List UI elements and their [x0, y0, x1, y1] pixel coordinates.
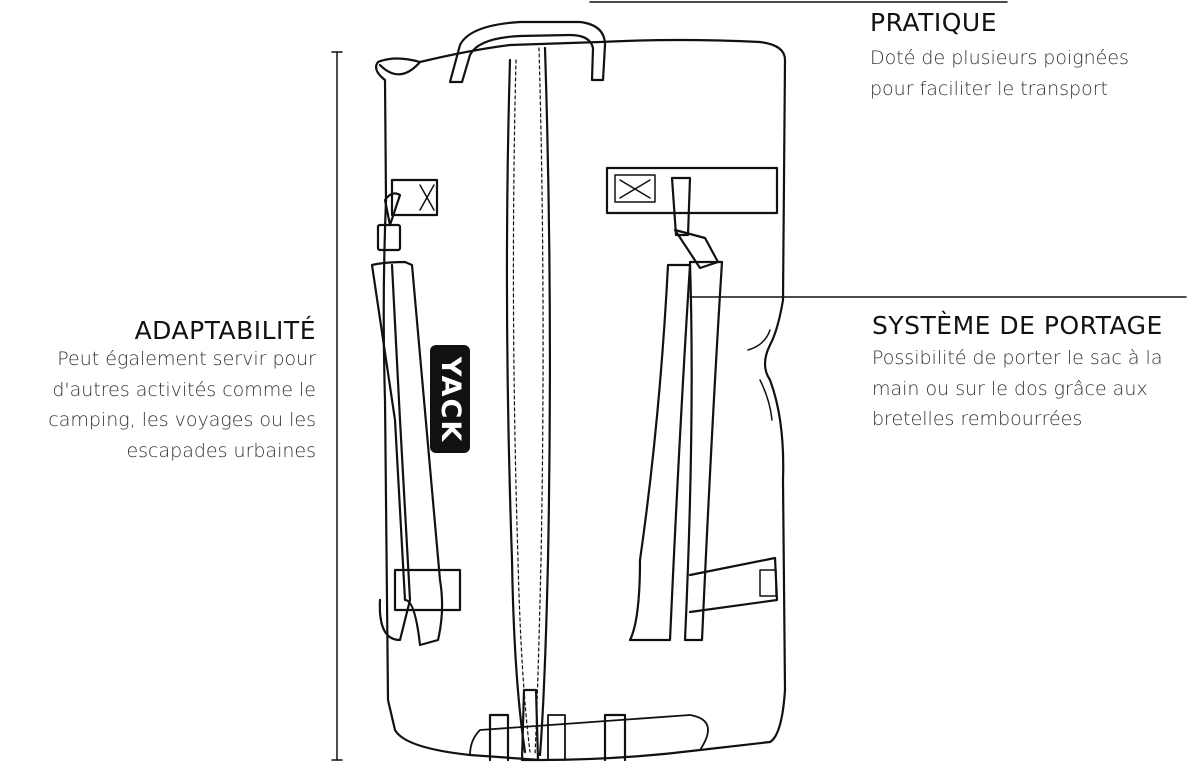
top-handle [448, 20, 607, 84]
adaptabilite-title: ADAPTABILITÉ [134, 316, 316, 345]
portage-description: Possibilité de porter le sac à la main o… [872, 343, 1162, 435]
adaptabilite-description: Peut également servir pour d'autres acti… [48, 344, 316, 466]
description-line: Doté de plusieurs poignées [870, 47, 1129, 69]
description-line: escapades urbaines [126, 439, 316, 462]
description-line: bretelles rembourrées [872, 408, 1083, 430]
callout-lines [331, 1, 1187, 761]
bag-outline [375, 38, 787, 762]
description-line: pour faciliter le transport [870, 77, 1108, 100]
pratique-description: Doté de plusieurs poignées pour facilite… [870, 43, 1129, 104]
left-strap [370, 178, 462, 647]
description-line: d'autres activités comme le [52, 378, 316, 401]
zipper-pull [520, 688, 540, 762]
yack-logo [430, 345, 470, 453]
zipper [505, 46, 552, 762]
description-line: Peut également servir pour [57, 348, 316, 370]
description-line: camping, les voyages ou les [48, 409, 316, 431]
pratique-title: PRATIQUE [870, 8, 998, 37]
portage-title: SYSTÈME DE PORTAGE [872, 311, 1163, 340]
right-strap [605, 166, 779, 642]
description-line: Possibilité de porter le sac à la [872, 347, 1163, 369]
yack-logo-text: YACK [435, 356, 466, 444]
description-line: main ou sur le dos grâce aux [872, 377, 1148, 400]
